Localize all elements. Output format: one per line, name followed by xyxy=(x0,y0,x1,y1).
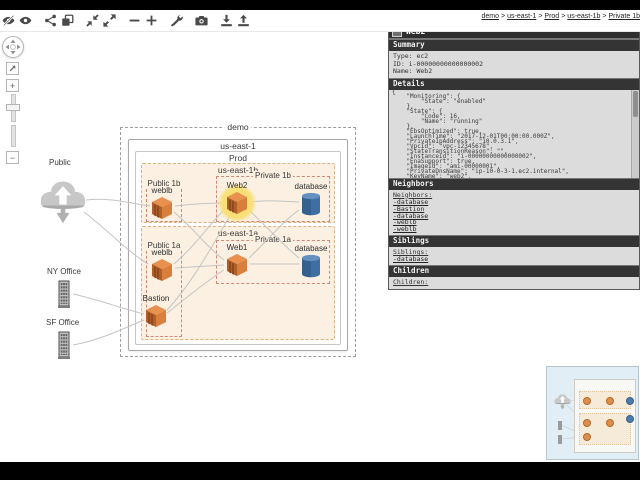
neighbor-link[interactable]: -weblb xyxy=(393,218,417,227)
details-scrollbar[interactable] xyxy=(631,89,639,178)
summary-type: Type: ec2 xyxy=(393,52,429,60)
breadcrumb: demo>us-east-1>Prod>us-east-1b>Private 1… xyxy=(481,13,640,20)
breadcrumb-item-subnet[interactable]: Private 1b xyxy=(608,13,640,20)
json-line: "LaunchTime": "2017-12-01T00:00:00.000Z"… xyxy=(392,133,555,141)
breadcrumb-item-region[interactable]: us-east-1 xyxy=(507,13,537,20)
minimap-node xyxy=(626,397,634,405)
letterbox-top xyxy=(0,0,640,10)
minimap-node xyxy=(583,397,591,405)
node-weblb-1b[interactable]: weblb xyxy=(150,186,174,220)
zoom-out-icon[interactable] xyxy=(127,13,142,28)
clone-icon[interactable] xyxy=(60,13,75,28)
download-icon[interactable] xyxy=(219,13,234,28)
neighbor-link[interactable]: -weblb xyxy=(393,225,417,234)
pan-compass[interactable] xyxy=(2,36,24,58)
summary-id: ID: i-00000000000000002 xyxy=(393,59,484,68)
json-line: "Monitoring": { xyxy=(392,93,461,101)
minimap-az-1a xyxy=(579,413,631,445)
json-line: "KeyName": "web2", xyxy=(392,172,472,178)
zoom-slider-track-lower[interactable] xyxy=(11,125,16,147)
zoom-in-icon[interactable] xyxy=(144,13,159,28)
details-scrollbar-thumb[interactable] xyxy=(633,90,638,117)
toolbar: demo>us-east-1>Prod>us-east-1b>Private 1… xyxy=(0,10,640,32)
json-line: }, xyxy=(392,123,414,131)
sf-office-label: SF Office xyxy=(46,318,80,327)
neighbors-links: -database-Bastion-database-weblb-weblb xyxy=(393,199,635,233)
children-body: Children: xyxy=(389,277,639,289)
details-json: { "Monitoring": { "State": "enabled" }, … xyxy=(389,90,639,178)
siblings-links: -database xyxy=(393,256,635,263)
json-line: "StateTransitionReason": "", xyxy=(392,147,508,155)
minimap-ny-office xyxy=(558,421,562,430)
summary-header: Summary xyxy=(389,39,639,51)
ny-office-label: NY Office xyxy=(47,267,81,276)
json-line: }, xyxy=(392,103,414,111)
summary-name: Name: Web2 xyxy=(393,67,433,75)
json-line: "State": { xyxy=(392,108,443,116)
node-database-1b[interactable]: database xyxy=(295,182,327,216)
zoom-fit-button[interactable] xyxy=(6,62,19,75)
node-web2[interactable]: Web2 xyxy=(225,181,249,215)
json-line: "PrivateIpAddress": "10.0.3.1", xyxy=(392,138,519,146)
json-line: { xyxy=(392,89,396,96)
siblings-header: Siblings xyxy=(389,234,639,247)
summary-body: Type: ec2 ID: i-00000000000000002 Name: … xyxy=(389,51,639,78)
share-icon[interactable] xyxy=(43,13,58,28)
minimap[interactable] xyxy=(546,366,639,460)
neighbors-body: Neighbors: -database-Bastion-database-we… xyxy=(389,189,639,235)
node-sf-office[interactable] xyxy=(55,330,73,360)
zoom-in-button[interactable]: + xyxy=(6,79,19,92)
upload-icon[interactable] xyxy=(236,13,251,28)
json-line: "EbsOptimized": true, xyxy=(392,128,483,136)
details-body: { "Monitoring": { "State": "enabled" }, … xyxy=(389,89,639,178)
json-line: "Code": 16, xyxy=(392,113,461,121)
panzoom-widget: + − xyxy=(2,36,26,164)
children-header: Children xyxy=(389,265,639,278)
json-line: "Name": "running" xyxy=(392,118,483,126)
compress-icon[interactable] xyxy=(85,13,100,28)
letterbox-bottom xyxy=(0,462,640,480)
visibility-off-icon[interactable] xyxy=(1,13,16,28)
siblings-label: Siblings: xyxy=(393,247,429,256)
tools-icon[interactable] xyxy=(169,13,184,28)
details-header: Details xyxy=(389,77,639,90)
json-line: "State": "enabled" xyxy=(392,98,486,106)
zoom-slider-handle[interactable] xyxy=(6,104,20,111)
neighbors-label: Neighbors: xyxy=(393,190,433,199)
camera-icon[interactable] xyxy=(194,13,209,28)
minimap-node xyxy=(606,419,614,427)
zoom-out-button[interactable]: − xyxy=(6,151,19,164)
json-line: "VpcId": "vpc-12345678", xyxy=(392,142,494,150)
detail-panel: Web2 Summary Type: ec2 ID: i-00000000000… xyxy=(388,24,640,290)
breadcrumb-item-demo[interactable]: demo xyxy=(481,13,500,20)
neighbors-header: Neighbors xyxy=(389,177,639,190)
breadcrumb-item-vpc[interactable]: Prod xyxy=(544,13,560,20)
json-line: "PrivateDnsName": "ip-10-0-3-1.ec2.inter… xyxy=(392,167,570,175)
neighbor-link[interactable]: -Bastion xyxy=(393,204,425,213)
json-line: "InstanceId": "i-00000000000000002", xyxy=(392,152,537,160)
siblings-body: Siblings: -database xyxy=(389,246,639,266)
node-ny-office[interactable] xyxy=(55,279,73,309)
minimap-node xyxy=(583,419,591,427)
node-database-1a[interactable]: database xyxy=(295,244,327,278)
minimap-node xyxy=(606,397,614,405)
breadcrumb-item-az[interactable]: us-east-1b xyxy=(567,13,601,20)
expand-icon[interactable] xyxy=(102,13,117,28)
node-weblb-1a[interactable]: weblb xyxy=(150,248,174,282)
node-web1[interactable]: Web1 xyxy=(225,243,249,277)
node-bastion[interactable]: Bastion xyxy=(143,294,169,328)
sibling-link[interactable]: -database xyxy=(393,255,429,264)
node-public-cloud[interactable] xyxy=(37,176,89,224)
minimap-node xyxy=(583,433,591,441)
minimap-sf-office xyxy=(558,435,562,444)
neighbor-link[interactable]: -database xyxy=(393,211,429,220)
minimap-node xyxy=(626,415,634,423)
minimap-cloud-icon xyxy=(554,394,571,410)
public-cloud-label: Public xyxy=(49,158,71,167)
json-line: "ImageId": "ami-00000001", xyxy=(392,162,501,170)
visibility-icon[interactable] xyxy=(18,13,33,28)
json-line: "EnaSupport": true, xyxy=(392,157,476,165)
children-label: Children: xyxy=(393,278,429,287)
neighbor-link[interactable]: -database xyxy=(393,198,429,206)
